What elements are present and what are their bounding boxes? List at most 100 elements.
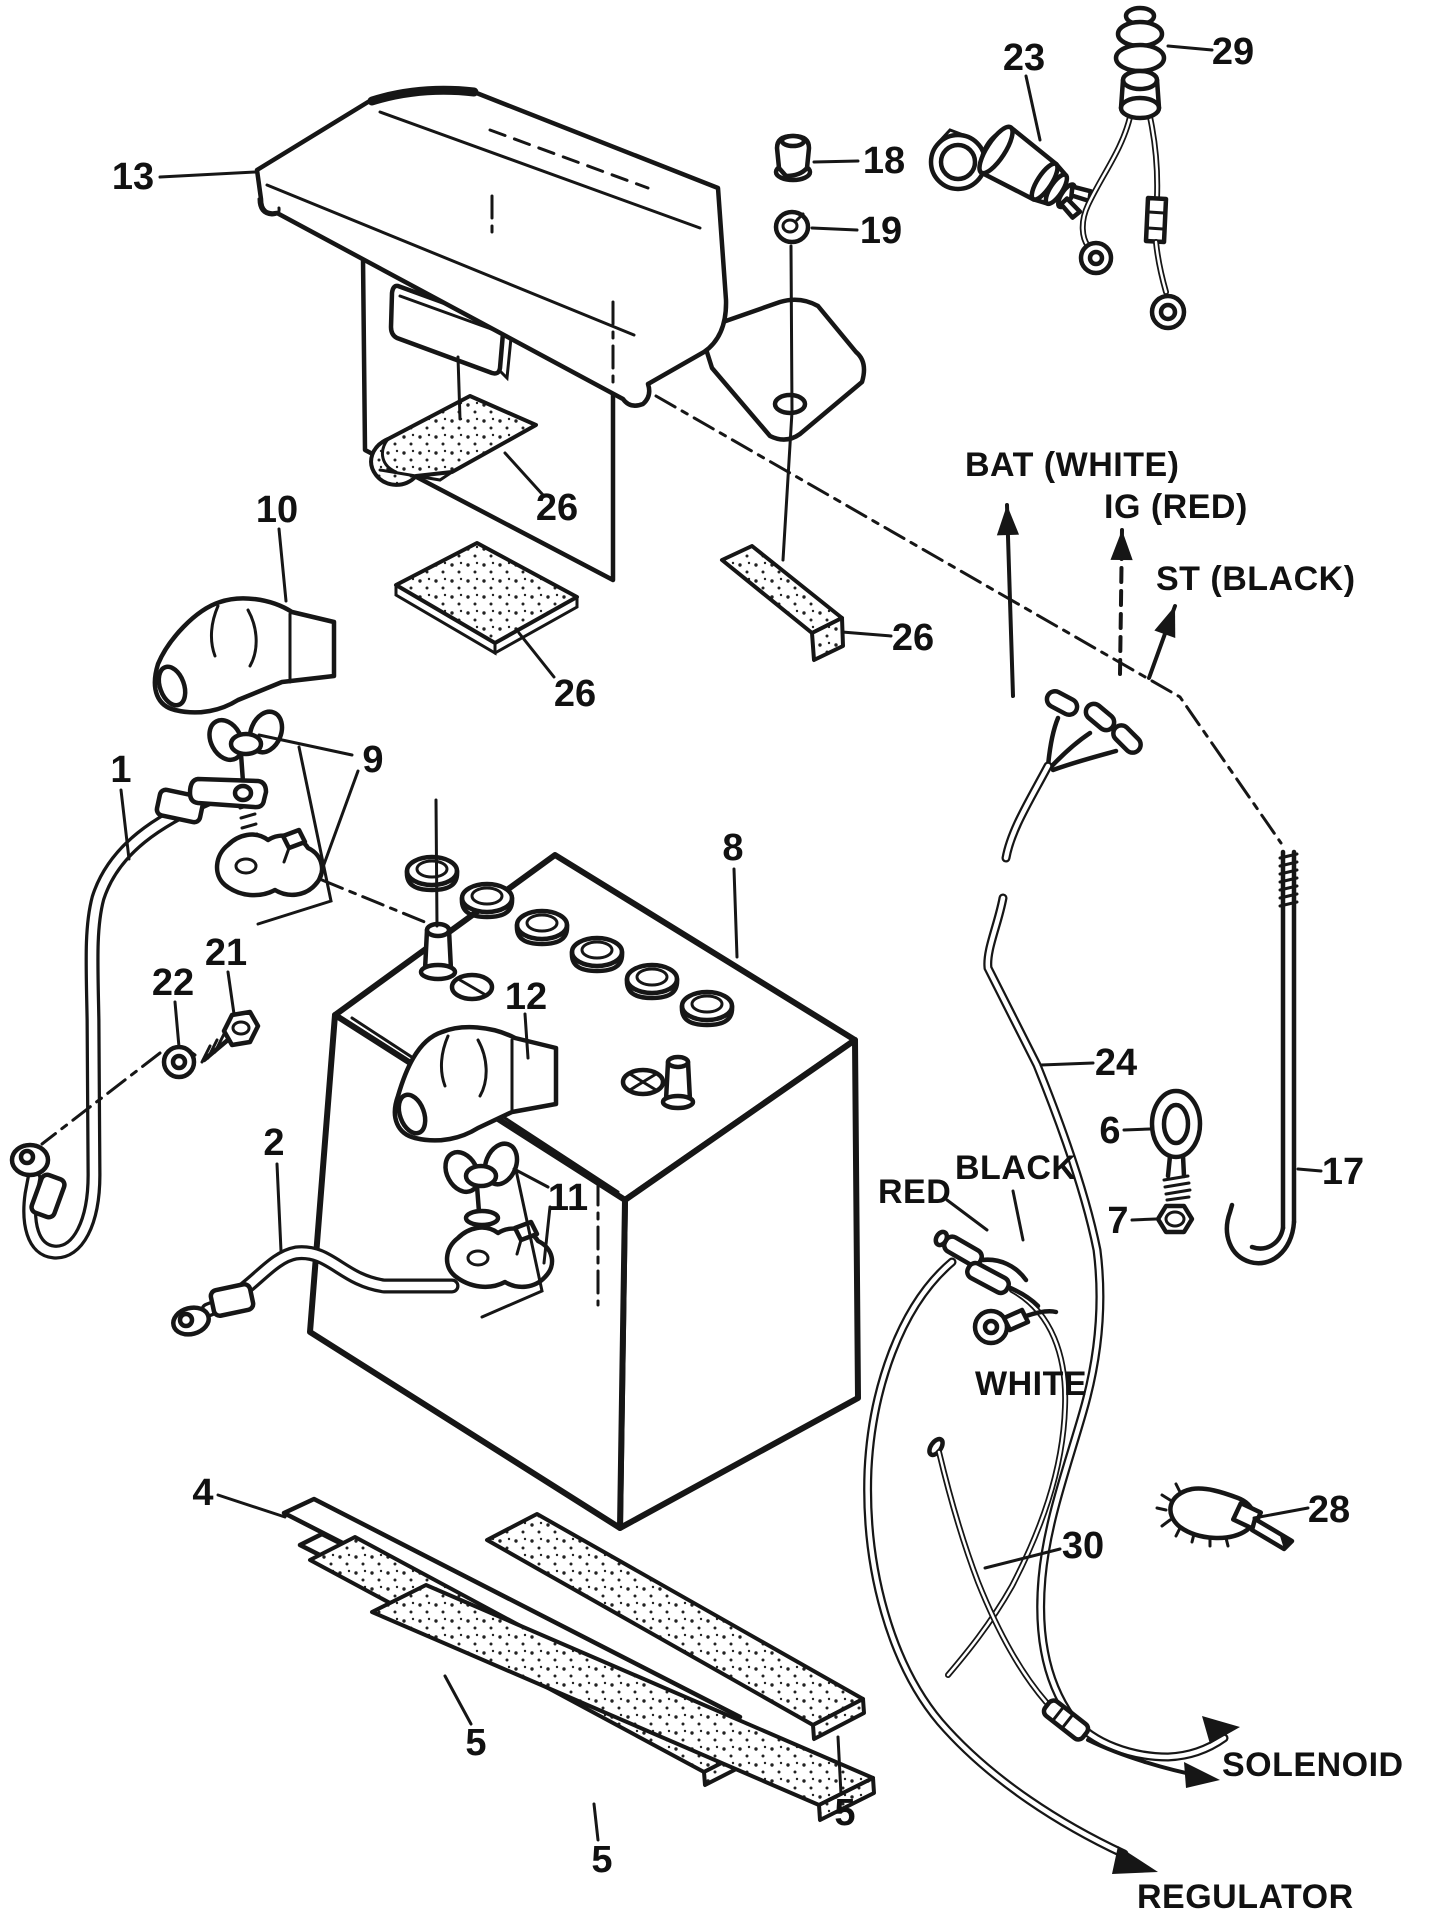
lead-wire-30 — [927, 1436, 1220, 1788]
terminal-boot-10 — [152, 596, 337, 715]
callout-5b: 5 — [591, 1802, 613, 1881]
solenoid-arrowhead-2 — [1184, 1762, 1220, 1788]
battery-8 — [307, 852, 861, 1531]
callout-26b: 26 — [517, 631, 596, 715]
callout-29: 29 — [1166, 31, 1254, 73]
callout-11: 11 — [512, 1167, 588, 1265]
callout-6: 6 — [1099, 1110, 1152, 1152]
regulator-arrowhead — [1112, 1846, 1158, 1874]
label-ig: IG (RED) — [1104, 488, 1248, 526]
part-number-22: 22 — [152, 962, 194, 1004]
part-number-12: 12 — [505, 976, 547, 1018]
spring-washer-22 — [161, 1044, 197, 1080]
solenoid-arrowhead — [1202, 1716, 1240, 1744]
line-fastener-axis — [781, 244, 794, 562]
line-clamp9-line — [320, 878, 434, 927]
callout-24: 24 — [1039, 1042, 1137, 1084]
part-number-8: 8 — [722, 827, 743, 869]
callout-17: 17 — [1296, 1151, 1364, 1193]
part-number-5a: 5 — [465, 1722, 486, 1764]
line-slot-leader — [456, 355, 462, 421]
part-number-23: 23 — [1003, 37, 1045, 79]
part-number-6: 6 — [1099, 1110, 1120, 1152]
bat-arrow — [996, 503, 1020, 698]
foam-strip-5-front — [370, 1583, 876, 1822]
part-number-21: 21 — [205, 932, 247, 974]
eye-bolt-6 — [1149, 1088, 1203, 1202]
line-washer22-line — [40, 1051, 162, 1146]
part-number-28: 28 — [1308, 1489, 1350, 1531]
harness-24 — [983, 688, 1240, 1762]
callout-1: 1 — [110, 749, 132, 861]
part-number-24: 24 — [1095, 1042, 1137, 1084]
part-number-2: 2 — [263, 1122, 284, 1164]
lead-wire-bundle — [863, 1229, 1158, 1874]
lanyard-cap-wires-29 — [1078, 5, 1187, 331]
callout-26a: 26 — [503, 451, 578, 529]
ig-arrow — [1110, 528, 1133, 676]
part-number-9: 9 — [362, 739, 383, 781]
label-st: ST (BLACK) — [1156, 560, 1356, 598]
hex-nut-7 — [1155, 1203, 1195, 1235]
label-white: WHITE — [975, 1365, 1087, 1403]
label-bat: BAT (WHITE) — [965, 446, 1179, 484]
arrows-layer — [996, 503, 1177, 698]
callout-10: 10 — [256, 489, 298, 603]
callout-18: 18 — [812, 140, 905, 182]
line-red-leader — [945, 1198, 989, 1232]
battery-cable-2 — [171, 1245, 460, 1337]
line-black-leader — [1011, 1189, 1025, 1242]
callout-19: 19 — [810, 210, 902, 252]
wing-nut-clamp-11 — [443, 1141, 555, 1319]
st-arrow — [1147, 604, 1177, 680]
callout-8: 8 — [722, 827, 744, 959]
terminal-boot-12 — [392, 1025, 559, 1143]
foam-pad-square-26 — [394, 541, 579, 656]
callout-28: 28 — [1252, 1489, 1350, 1531]
wing-nut-clamp-9 — [207, 709, 333, 926]
part-number-26a: 26 — [536, 487, 578, 529]
ignition-switch-23 — [928, 124, 1094, 220]
part-number-26b: 26 — [554, 673, 596, 715]
battery-cover-13 — [254, 85, 867, 442]
callout-9: 9 — [257, 733, 384, 880]
part-number-29: 29 — [1212, 31, 1254, 73]
foam-strip-5-right — [485, 1512, 866, 1741]
line-centerline-main — [654, 394, 1283, 845]
line-post-line — [434, 798, 439, 928]
callout-7: 7 — [1107, 1200, 1158, 1242]
battery-caps — [404, 854, 735, 1028]
callout-21: 21 — [205, 932, 247, 1016]
battery-terminal-posts — [418, 921, 696, 1111]
part-number-11: 11 — [548, 1177, 588, 1219]
label-red: RED — [878, 1173, 951, 1211]
callout-4: 4 — [192, 1472, 287, 1519]
callout-30: 30 — [983, 1525, 1104, 1570]
part-number-26c: 26 — [892, 617, 934, 659]
callout-5a: 5 — [443, 1674, 487, 1764]
callout-26c: 26 — [840, 617, 934, 659]
cable-tie-28 — [1155, 1482, 1295, 1552]
callout-23: 23 — [1003, 37, 1045, 142]
part-number-30: 30 — [1062, 1525, 1104, 1567]
label-black: BLACK — [955, 1149, 1076, 1187]
part-number-5c: 5 — [834, 1792, 855, 1834]
bolt-21 — [200, 1009, 261, 1064]
part-number-7: 7 — [1107, 1200, 1128, 1242]
washer-19 — [773, 209, 811, 245]
flange-hole — [772, 392, 808, 416]
label-regulator: REGULATOR — [1137, 1878, 1354, 1910]
callout-2: 2 — [263, 1122, 285, 1253]
part-number-1: 1 — [110, 749, 131, 791]
part-number-4: 4 — [192, 1472, 213, 1514]
j-bolt-17 — [1224, 849, 1299, 1266]
construction-lines-layer — [40, 194, 1283, 1307]
callout-13: 13 — [112, 156, 258, 198]
part-number-13: 13 — [112, 156, 154, 198]
cap-nut-18 — [773, 133, 813, 183]
cover-flange — [697, 297, 867, 442]
callout-22: 22 — [152, 962, 194, 1049]
part-number-10: 10 — [256, 489, 298, 531]
